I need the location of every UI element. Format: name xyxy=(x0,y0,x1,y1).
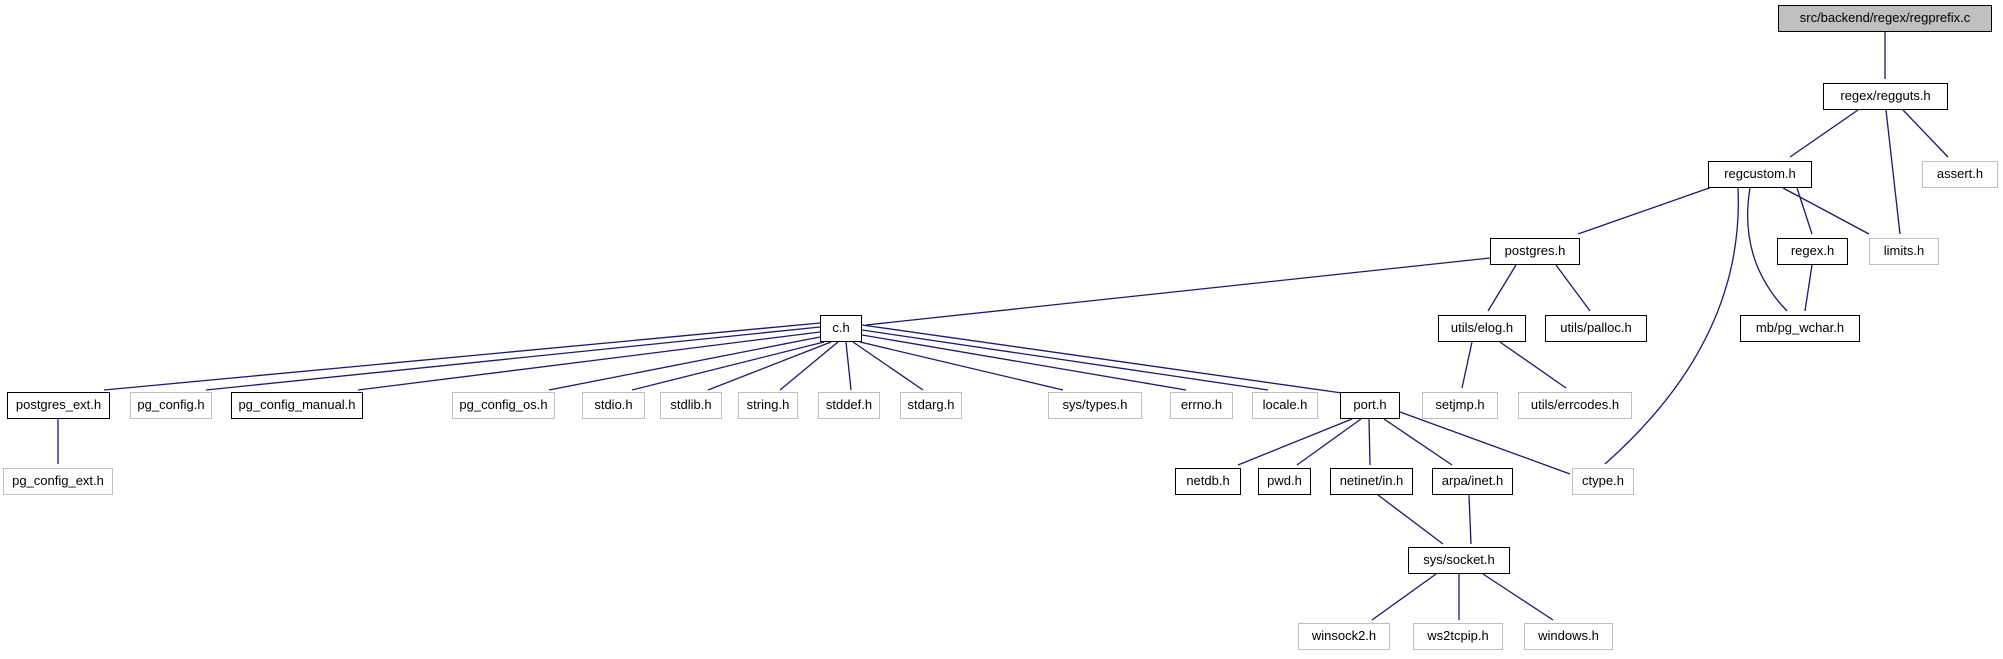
edge-ch-to-postgres_ext xyxy=(103,322,821,391)
graph-node-regcustom[interactable]: regcustom.h xyxy=(1708,161,1812,188)
edge-ch-to-stdarg xyxy=(852,341,924,391)
graph-node-ch[interactable]: c.h xyxy=(820,315,862,342)
edge-port-to-netinet xyxy=(1368,418,1371,466)
edge-elog-to-errcodes xyxy=(1499,341,1567,389)
graph-node-pg_config: pg_config.h xyxy=(130,392,212,419)
graph-node-pg_config_ext: pg_config_ext.h xyxy=(3,468,113,495)
graph-node-pg_config_manual[interactable]: pg_config_manual.h xyxy=(231,392,363,419)
graph-node-winsock2: winsock2.h xyxy=(1298,623,1390,650)
edge-postgres-to-ch xyxy=(865,257,1491,326)
graph-node-socket[interactable]: sys/socket.h xyxy=(1408,547,1510,574)
edge-ch-to-string xyxy=(779,341,839,391)
graph-node-regex[interactable]: regex.h xyxy=(1777,238,1848,265)
graph-node-systypes: sys/types.h xyxy=(1048,392,1142,419)
graph-node-regprefix: src/backend/regex/regprefix.c xyxy=(1778,5,1992,32)
edge-ch-to-systypes xyxy=(859,341,1064,391)
edge-ch-to-locale xyxy=(861,329,1269,391)
edge-regcustom-to-limits xyxy=(1782,187,1870,235)
edge-port-to-pwd xyxy=(1296,418,1362,466)
graph-node-ctype: ctype.h xyxy=(1572,468,1634,495)
edge-ch-to-stdio xyxy=(631,341,825,391)
edge-port-to-arpa xyxy=(1383,418,1453,466)
graph-node-ws2tcpip: ws2tcpip.h xyxy=(1413,623,1503,650)
edge-regex-to-pgwchar xyxy=(1804,264,1813,312)
edge-postgres-to-elog xyxy=(1487,264,1517,312)
graph-node-setjmp: setjmp.h xyxy=(1422,392,1498,419)
graph-node-palloc[interactable]: utils/palloc.h xyxy=(1545,315,1647,342)
edge-ch-to-stdlib xyxy=(707,341,832,391)
edge-regguts-to-limits xyxy=(1885,109,1901,235)
graph-node-netinet[interactable]: netinet/in.h xyxy=(1330,468,1413,495)
graph-node-pgwchar[interactable]: mb/pg_wchar.h xyxy=(1740,315,1860,342)
graph-node-string: string.h xyxy=(738,392,798,419)
graph-node-pwd[interactable]: pwd.h xyxy=(1258,468,1311,495)
graph-node-arpa[interactable]: arpa/inet.h xyxy=(1432,468,1513,495)
edge-ch-to-stddef xyxy=(845,341,852,391)
edge-ch-to-pg_config_os xyxy=(548,336,821,391)
edge-ch-to-port xyxy=(861,324,1343,394)
graph-node-errcodes: utils/errcodes.h xyxy=(1518,392,1632,419)
edge-elog-to-setjmp xyxy=(1461,341,1473,389)
graph-node-limits: limits.h xyxy=(1869,238,1939,265)
edge-regcustom-to-regex xyxy=(1796,187,1813,235)
edge-ch-to-errno xyxy=(861,334,1187,391)
edge-postgres-to-palloc xyxy=(1555,264,1591,312)
edge-regguts-to-assert xyxy=(1902,109,1949,158)
edge-netinet-to-socket xyxy=(1377,494,1444,545)
graph-node-elog[interactable]: utils/elog.h xyxy=(1438,315,1526,342)
edge-ch-to-pg_config xyxy=(205,326,821,391)
edge-arpa-to-socket xyxy=(1468,494,1472,545)
graph-node-errno: errno.h xyxy=(1170,392,1233,419)
edge-socket-to-winsock2 xyxy=(1371,573,1437,621)
graph-node-port[interactable]: port.h xyxy=(1340,392,1400,419)
graph-node-postgres[interactable]: postgres.h xyxy=(1490,238,1580,265)
edge-port-to-ctype xyxy=(1399,411,1571,475)
graph-node-assert: assert.h xyxy=(1922,161,1998,188)
edge-regcustom-to-postgres xyxy=(1577,186,1713,235)
graph-node-postgres_ext[interactable]: postgres_ext.h xyxy=(7,392,110,419)
graph-node-netdb[interactable]: netdb.h xyxy=(1175,468,1241,495)
graph-node-stddef: stddef.h xyxy=(818,392,880,419)
graph-node-windows: windows.h xyxy=(1524,623,1613,650)
graph-node-regguts[interactable]: regex/regguts.h xyxy=(1823,83,1948,110)
graph-node-stdio: stdio.h xyxy=(582,392,645,419)
graph-node-stdlib: stdlib.h xyxy=(660,392,722,419)
edge-socket-to-windows xyxy=(1482,573,1554,621)
graph-node-pg_config_os: pg_config_os.h xyxy=(452,392,555,419)
edge-regguts-to-regcustom xyxy=(1789,109,1859,158)
graph-node-stdarg: stdarg.h xyxy=(900,392,962,419)
edge-ch-to-pg_config_manual xyxy=(357,331,821,391)
graph-node-locale: locale.h xyxy=(1252,392,1318,419)
edge-port-to-netdb xyxy=(1237,418,1353,466)
